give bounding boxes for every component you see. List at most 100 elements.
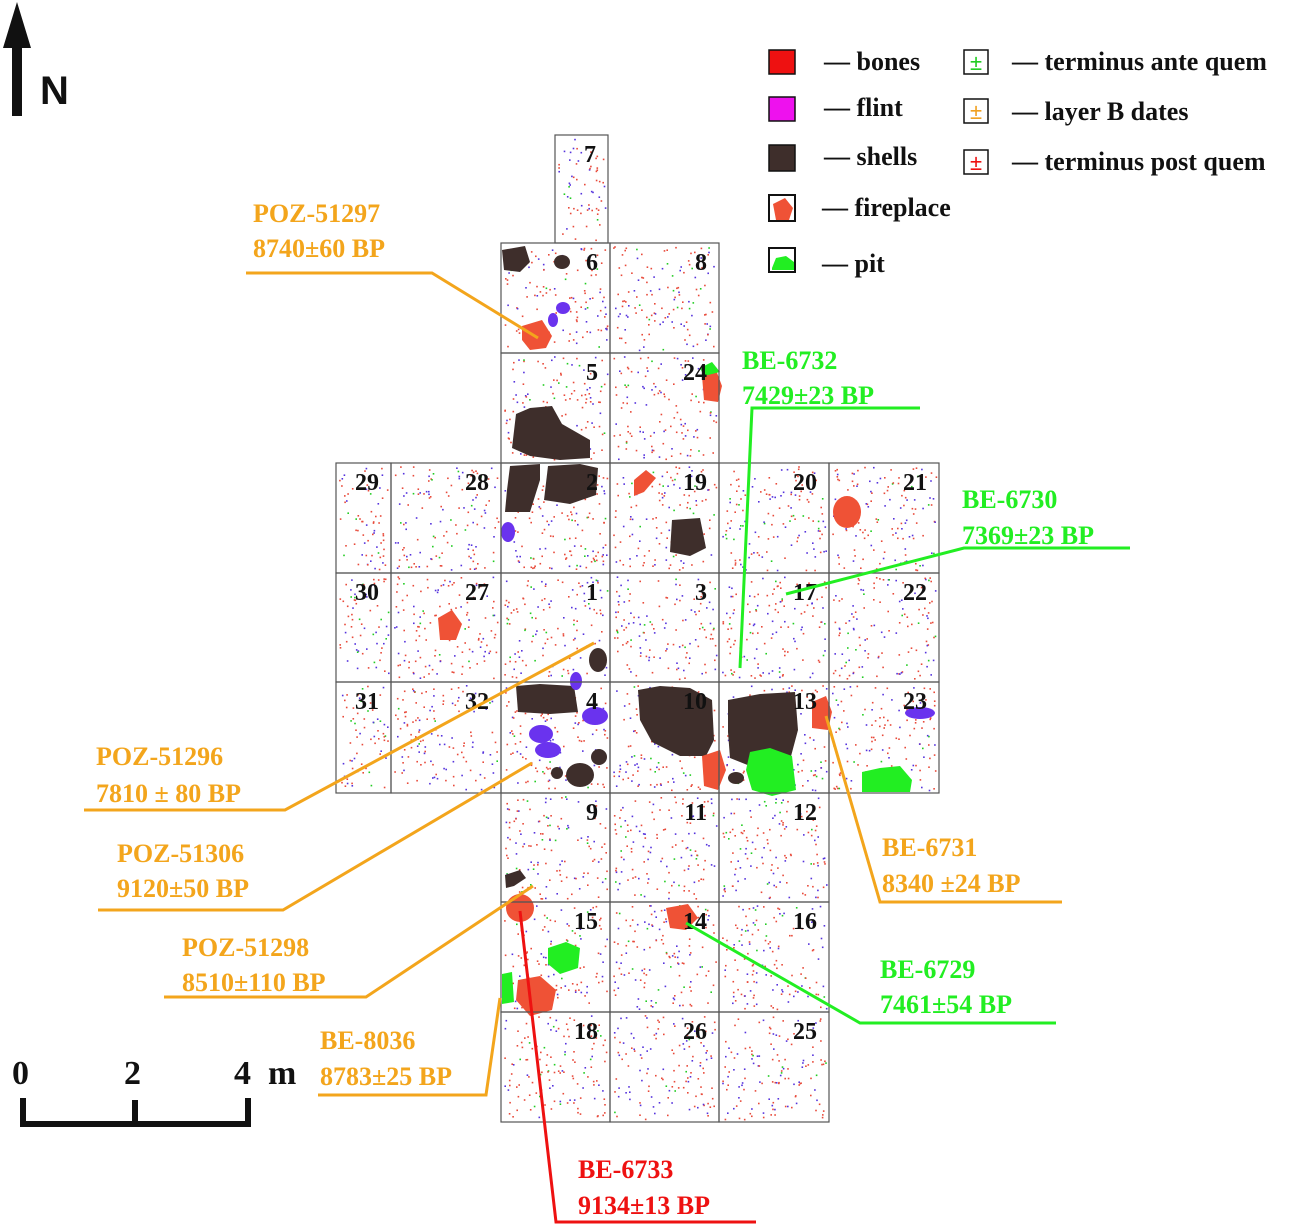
find-dot [418,566,421,568]
find-dot [599,288,602,290]
find-dot [363,476,366,479]
find-dot [365,467,368,470]
find-dot [738,905,740,908]
find-dot [883,551,886,553]
legend-text: — terminus post quem [1011,147,1266,176]
find-dot [653,632,656,634]
find-dot [685,1070,687,1073]
find-dot [760,491,762,493]
find-dot [567,672,570,675]
find-dot [651,451,653,454]
find-dot [685,1080,687,1083]
find-dot [560,817,563,820]
find-dot [568,186,570,188]
find-dot [763,847,765,849]
flint-cluster [570,672,582,690]
fireplace [702,370,722,402]
find-dot [381,467,383,470]
find-dot [493,636,496,639]
find-dot [684,422,686,425]
find-dot [812,819,815,821]
find-dot [813,472,816,474]
find-dot [866,638,868,640]
find-dot [456,467,458,469]
find-dot [820,761,822,763]
find-dot [731,672,733,675]
find-dot [724,969,726,971]
find-dot [515,842,517,844]
find-dot [687,360,690,362]
date-label-be-6730: BE-6730 7369±23 BP [962,485,1094,550]
find-dot [606,339,608,341]
find-dot [569,550,572,553]
find-dot [794,494,797,496]
find-dot [507,605,509,608]
find-dot [508,1113,511,1115]
find-dot [398,577,401,580]
find-dot [767,842,769,845]
find-dot [465,685,468,687]
find-dot [763,800,766,803]
grid-square-number: 9 [586,800,598,826]
find-dot [568,207,570,209]
find-dot [542,609,545,611]
find-dot [402,699,404,701]
find-dot [471,694,474,697]
find-dot [800,753,802,755]
find-dot [673,952,676,955]
find-dot [376,642,378,645]
find-dot [926,644,929,647]
find-dot [784,526,787,528]
find-dot [636,296,638,298]
find-dot [542,716,545,719]
find-dot [593,840,595,843]
find-dot [591,297,594,299]
find-dot [616,590,618,593]
find-dot [631,756,633,758]
find-dot [602,300,604,303]
find-dot [690,785,692,787]
find-dot [598,766,600,768]
find-dot [892,593,895,595]
find-dot [846,760,849,763]
find-dot [684,774,687,777]
find-dot [690,981,692,983]
find-dot [825,550,827,552]
find-dot [566,923,569,925]
find-dot [571,519,573,522]
legend-item-terminus-post-quem: ± — terminus post quem [963,147,1266,176]
find-dot [739,1100,742,1102]
find-dot [664,492,666,494]
find-dot [670,476,672,479]
find-dot [384,564,387,566]
find-dot [696,973,699,976]
find-dot [486,595,488,597]
find-dot [781,675,784,677]
find-dot [848,659,850,662]
find-dot [758,1102,760,1105]
find-dot [584,183,586,186]
find-dot [548,675,550,677]
find-dot [838,563,840,565]
find-dot [910,769,913,771]
find-dot [404,715,407,718]
find-dot [579,967,582,969]
grid-square-number: 3 [695,580,707,606]
find-dot [731,567,734,569]
find-dot [688,494,690,497]
find-dot [699,410,702,413]
find-dot [631,518,634,521]
find-dot [423,752,426,755]
find-dot [775,1082,778,1084]
find-dot [606,888,608,891]
find-dot [876,482,879,484]
find-dot [528,266,530,269]
find-dot [380,750,382,752]
find-dot [658,1102,661,1104]
find-dot [583,249,585,251]
find-dot [613,941,616,943]
find-dot [403,690,406,693]
find-dot [705,913,707,916]
find-dot [506,622,509,625]
